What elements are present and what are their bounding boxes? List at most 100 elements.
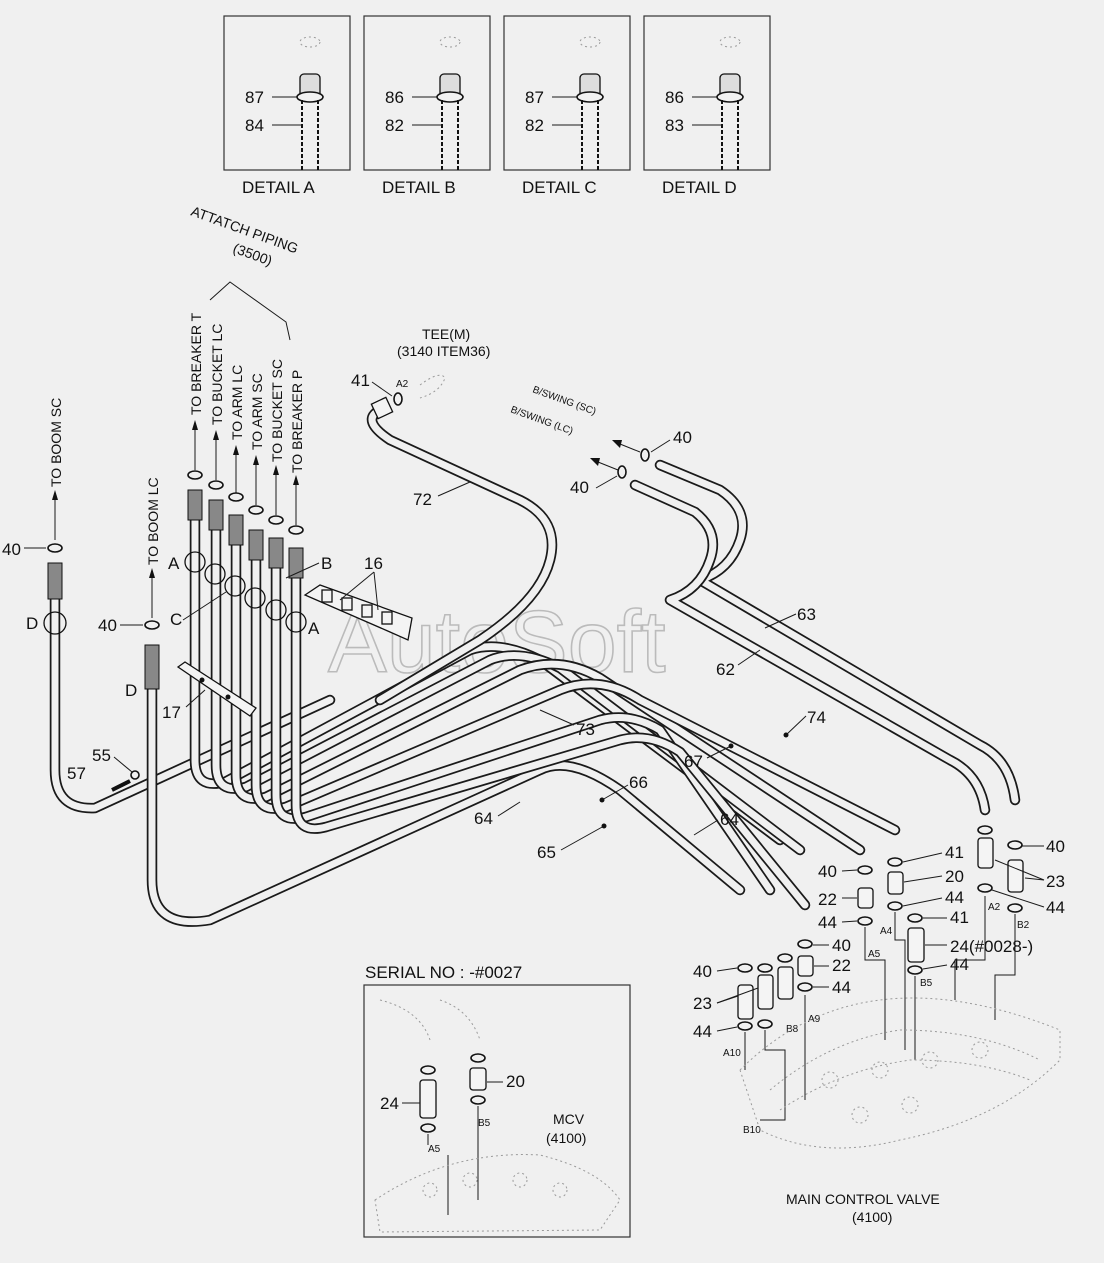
item-72-label: 72 (413, 490, 432, 509)
detail-d-frame (643, 15, 771, 171)
to-boom-sc-label: TO BOOM SC (48, 398, 64, 487)
serial-box-title: SERIAL NO : -#0027 (365, 963, 522, 982)
detail-d-marker-left: D (26, 614, 38, 633)
item-66-label: 66 (629, 773, 648, 792)
detail-a-marker-left: A (168, 554, 180, 573)
attach-line-labels: TO BREAKER T TO BUCKET LC TO ARM LC TO A… (188, 312, 305, 473)
detail-a-upper-label: 87 (245, 88, 264, 107)
item-17-label: 17 (162, 703, 181, 722)
item-44-right: 44 (1046, 898, 1065, 917)
bolt-55-57: 55 57 (67, 746, 140, 792)
detail-a-box: 87 84 DETAIL A (223, 15, 351, 197)
item-23-left: 23 (693, 994, 712, 1013)
item-16-label: 16 (364, 554, 383, 573)
item-23-right: 23 (1046, 872, 1065, 891)
item-41-mid: 41 (945, 843, 964, 862)
pipe-labels: 72 73 63 62 74 67 66 64 64 65 (413, 481, 826, 862)
detail-d-lower-label: 83 (665, 116, 684, 135)
boom-outlets: TO BOOM SC TO BOOM LC 40 40 (2, 398, 161, 635)
detail-a-frame (223, 15, 351, 171)
attach-piping-callout: ATTATCH PIPING (3500) (189, 203, 300, 341)
to-arm-sc-label: TO ARM SC (249, 373, 265, 450)
detail-b-lower-label: 82 (385, 116, 404, 135)
detail-a-lower-label: 84 (245, 116, 264, 135)
boom-lc-oring-label: 40 (98, 616, 117, 635)
item-22-left: 22 (832, 956, 851, 975)
item-64-label-left: 64 (474, 809, 493, 828)
to-breaker-t-label: TO BREAKER T (188, 312, 204, 415)
serial-mcv-label: MCV (553, 1111, 585, 1127)
port-a10: A10 (723, 1048, 741, 1059)
item-44-left: 44 (693, 1022, 712, 1041)
item-44-mid: 44 (945, 888, 964, 907)
hose-sleeves (47, 489, 304, 690)
detail-b-title: DETAIL B (382, 178, 456, 197)
detail-c-lower-label: 82 (525, 116, 544, 135)
tee-ref: (3140 ITEM36) (397, 343, 490, 359)
mcv-fittings: A2 B2 40 23 44 41 20 44 41 24(#0028-) 44… (693, 825, 1065, 1136)
port-a4: A4 (880, 926, 893, 937)
item-41-lower: 41 (950, 908, 969, 927)
detail-a-title: DETAIL A (242, 178, 315, 197)
swing-sc-label: B/SWING (SC) (531, 384, 597, 417)
port-b5: B5 (920, 978, 933, 989)
swing-outlets: B/SWING (SC) B/SWING (LC) 40 40 (509, 384, 692, 497)
detail-d-box: 86 83 DETAIL D (643, 15, 771, 197)
detail-c-box: 87 82 DETAIL C (503, 15, 631, 197)
port-a9: A9 (808, 1014, 821, 1025)
item-20-mid: 20 (945, 867, 964, 886)
item-63-label: 63 (797, 605, 816, 624)
port-b2: B2 (1017, 920, 1030, 931)
tee-oring-41-label: 41 (351, 371, 370, 390)
item-44-leftmid: 44 (818, 913, 837, 932)
port-a5: A5 (868, 949, 881, 960)
boom-sc-oring-label: 40 (2, 540, 21, 559)
detail-c-marker: C (170, 610, 182, 629)
tee-fitting: TEE(M) (3140 ITEM36) A2 41 (351, 326, 490, 420)
detail-c-frame (503, 15, 631, 171)
to-bucket-lc-label: TO BUCKET LC (209, 324, 225, 425)
item-67-label: 67 (684, 752, 703, 771)
serial-box-frame (363, 984, 631, 1238)
item-22-leftmid: 22 (818, 890, 837, 909)
main-control-valve-ghost: MAIN CONTROL VALVE (4100) (739, 997, 1061, 1225)
swing-lc-oring-label: 40 (570, 478, 589, 497)
serial-item-24: 24 (380, 1094, 399, 1113)
swing-sc-oring-label: 40 (673, 428, 692, 447)
item-65-label: 65 (537, 843, 556, 862)
detail-d-title: DETAIL D (662, 178, 737, 197)
main-valve-title: MAIN CONTROL VALVE (786, 1191, 940, 1207)
detail-b-upper-label: 86 (385, 88, 404, 107)
detail-markers: D D A C B A (26, 551, 332, 700)
attach-outlets (187, 420, 304, 535)
item-64-label-right: 64 (720, 810, 739, 829)
serial-item-20: 20 (506, 1072, 525, 1091)
item-44-lower: 44 (950, 955, 969, 974)
item-40-left-upper: 40 (832, 936, 851, 955)
detail-b-frame (363, 15, 491, 171)
tee-port-a2: A2 (396, 379, 409, 390)
swing-lc-label: B/SWING (LC) (509, 404, 574, 437)
detail-d-marker-right: D (125, 681, 137, 700)
plate-17: 17 (162, 661, 257, 722)
item-40-left: 40 (693, 962, 712, 981)
item-55-label: 55 (92, 746, 111, 765)
item-73-label: 73 (576, 720, 595, 739)
detail-b-box: 86 82 DETAIL B (363, 15, 491, 197)
to-breaker-p-label: TO BREAKER P (289, 370, 305, 473)
to-boom-lc-label: TO BOOM LC (145, 477, 161, 565)
item-57-label: 57 (67, 764, 86, 783)
item-40-right: 40 (1046, 837, 1065, 856)
pipe-group (49, 404, 1021, 927)
item-74-label: 74 (807, 708, 826, 727)
serial-inset: SERIAL NO : -#0027 24 20 B5 A5 MCV (4100… (363, 963, 631, 1238)
item-62-label: 62 (716, 660, 735, 679)
item-44-left-upper: 44 (832, 978, 851, 997)
item-40-leftmid: 40 (818, 862, 837, 881)
detail-d-upper-label: 86 (665, 88, 684, 107)
serial-port-a5: A5 (428, 1144, 441, 1155)
item-24-serial: 24(#0028-) (950, 937, 1033, 956)
detail-c-title: DETAIL C (522, 178, 597, 197)
serial-port-b5: B5 (478, 1118, 491, 1129)
